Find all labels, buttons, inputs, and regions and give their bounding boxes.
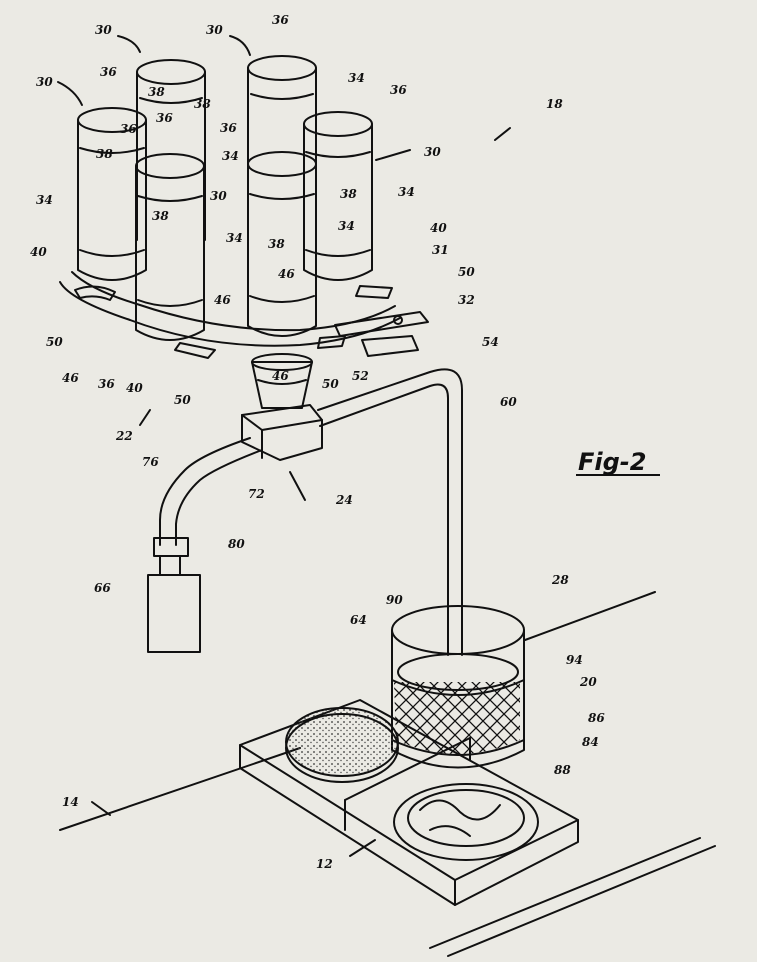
canister [77,107,147,281]
delivery-tube [319,383,449,656]
figure-title: Fig-2 [578,448,647,476]
manifold-block [241,404,323,461]
canister [247,55,317,237]
canister [135,153,205,341]
reference-numeral-n38d: 38 [340,187,357,201]
reference-numeral-n66: 66 [94,581,111,595]
pump-box [147,574,201,653]
reference-numeral-n34a: 34 [36,193,53,207]
table-edge-line [59,747,301,831]
reference-numeral-n32: 32 [458,293,475,307]
reference-numeral-n54: 54 [482,335,499,349]
table-floor-line [447,845,716,957]
carousel-bracket [355,285,393,299]
reference-numeral-n36f: 36 [120,122,137,136]
reference-numeral-n52: 52 [352,369,369,383]
figure-title-underline [576,474,660,476]
reference-numeral-n36b: 36 [100,65,117,79]
coupling [153,537,189,557]
reference-numeral-n12: 12 [316,857,333,871]
reference-numeral-n20: 20 [580,675,597,689]
table-floor-line [429,837,701,949]
reference-numeral-n30c: 30 [36,75,53,89]
reference-numeral-n94: 94 [566,653,583,667]
reference-numeral-n40b: 40 [430,221,447,235]
reference-numeral-n34e: 34 [398,185,415,199]
reference-numeral-n36d: 36 [220,121,237,135]
reference-numeral-n50c: 50 [322,377,339,391]
reference-numeral-n84: 84 [582,735,599,749]
reference-numeral-n46c: 46 [62,371,79,385]
reference-numeral-n36e: 36 [390,83,407,97]
reference-numeral-n86: 86 [588,711,605,725]
reference-numeral-n18: 18 [546,97,563,111]
reference-numeral-n34f: 34 [348,71,365,85]
reference-numeral-n80: 80 [228,537,245,551]
reference-numeral-n64: 64 [350,613,367,627]
plate [393,783,539,861]
table-edge-line [524,591,656,641]
pizza-crust [285,707,399,777]
reference-numeral-n38b: 38 [152,209,169,223]
reference-numeral-n88: 88 [554,763,571,777]
reference-numeral-n50a: 50 [46,335,63,349]
reference-numeral-n36c: 36 [156,111,173,125]
reference-numeral-n31: 31 [432,243,449,257]
reference-numeral-n38a: 38 [96,147,113,161]
reference-numeral-n34b: 34 [226,231,243,245]
reference-numeral-n34d: 34 [338,219,355,233]
canister [303,111,373,281]
reference-numeral-n30b: 30 [206,23,223,37]
drive-arm [334,311,429,337]
reference-numeral-n90: 90 [386,593,403,607]
reference-numeral-n38e: 38 [194,97,211,111]
reference-numeral-n40c: 40 [126,381,143,395]
reference-numeral-n46a: 46 [278,267,295,281]
reference-numeral-n38f: 38 [148,85,165,99]
carousel-bracket [74,285,116,301]
reference-numeral-n50b: 50 [174,393,191,407]
reference-numeral-n46b: 46 [214,293,231,307]
reference-numeral-n36g: 36 [98,377,115,391]
reference-numeral-n30a: 30 [95,23,112,37]
reference-numeral-n76: 76 [142,455,159,469]
air-tube [159,437,251,546]
reference-numeral-n14: 14 [62,795,79,809]
reference-numeral-n38c: 38 [268,237,285,251]
reference-numeral-n36a: 36 [272,13,289,27]
reference-numeral-n40a: 40 [30,245,47,259]
reference-numeral-n22: 22 [116,429,133,443]
reference-numeral-n60: 60 [500,395,517,409]
carousel-plate [71,271,396,332]
motor-block [361,335,419,357]
carousel-plate [59,281,401,347]
carousel-bracket [174,342,216,359]
reference-numeral-n50d: 50 [458,265,475,279]
dispensing-funnel [251,361,313,409]
canister [247,151,317,337]
carousel-bracket [317,335,346,349]
reference-numeral-n30e: 30 [210,189,227,203]
reference-numeral-n72: 72 [248,487,265,501]
reference-numeral-n46d: 46 [272,369,289,383]
reference-numeral-n28: 28 [552,573,569,587]
reference-numeral-n30d: 30 [424,145,441,159]
reference-numeral-n24: 24 [336,493,353,507]
delivery-tube [317,368,463,656]
reference-numeral-n34c: 34 [222,149,239,163]
air-tube [175,449,263,546]
